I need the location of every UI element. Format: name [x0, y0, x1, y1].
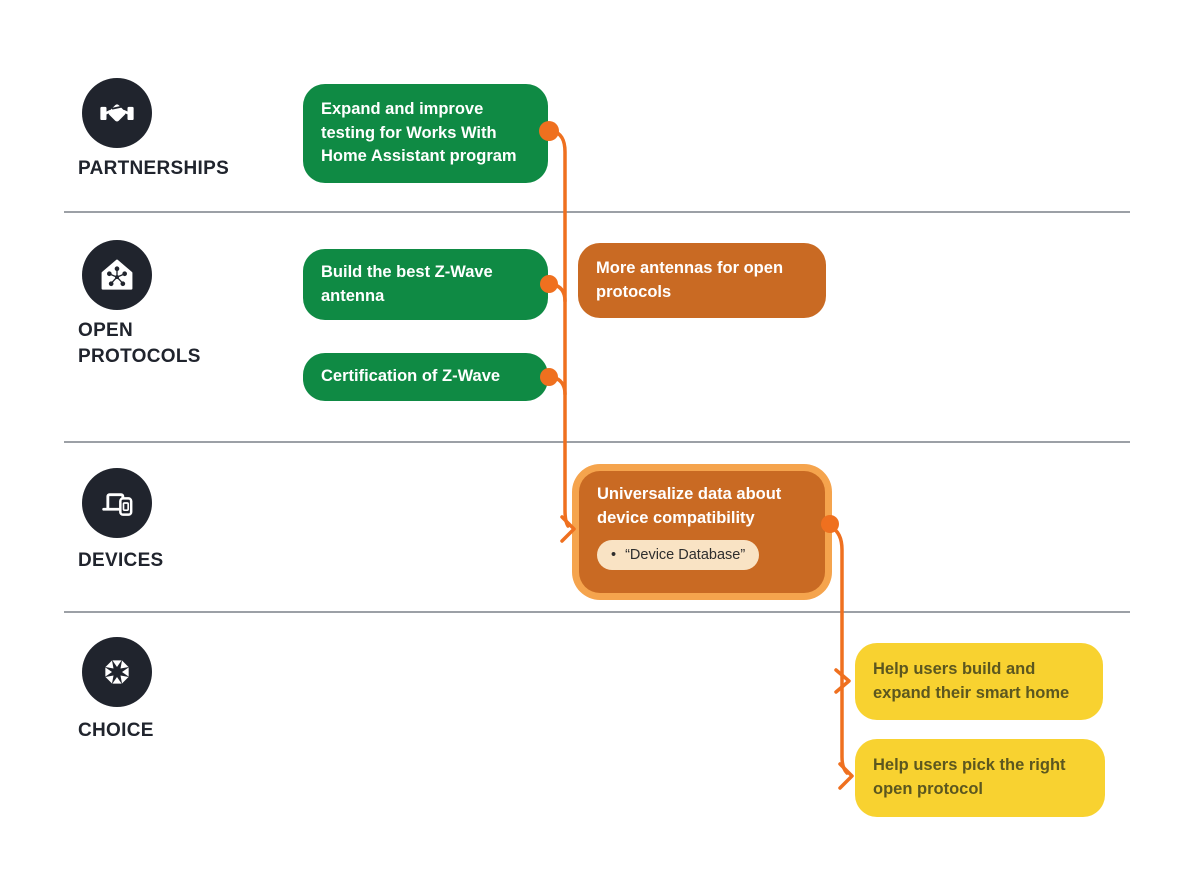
- section-label-open-protocols: OPEN PROTOCOLS: [78, 320, 201, 367]
- handshake-icon: [82, 78, 152, 148]
- house-network-icon: [82, 240, 152, 310]
- card-text: Expand and improve testing for Works Wit…: [321, 99, 517, 166]
- laptop-phone-icon: [82, 468, 152, 538]
- card-text: Help users pick the right open protocol: [873, 756, 1066, 798]
- card-certification: Certification of Z-Wave: [303, 353, 548, 401]
- section-divider: [64, 611, 1130, 613]
- section-divider: [64, 211, 1130, 213]
- bullet: •: [611, 546, 617, 563]
- pill-text: “Device Database”: [625, 546, 746, 563]
- card-text: Certification of Z-Wave: [321, 367, 501, 386]
- card-universalize-inner: Universalize data about device compatibi…: [579, 471, 825, 593]
- section-label-devices: DEVICES: [78, 550, 164, 571]
- arrowhead-into-help-build: [834, 668, 851, 694]
- card-text: Build the best Z-Wave antenna: [321, 262, 493, 305]
- card-expand-testing: Expand and improve testing for Works Wit…: [303, 84, 548, 183]
- card-text: Universalize data about device compatibi…: [597, 485, 782, 527]
- connector-branch-antenna: [550, 282, 567, 303]
- card-universalize-highlighted: Universalize data about device compatibi…: [572, 464, 832, 600]
- connector-right-vertical: [829, 525, 849, 775]
- connector-main-vertical: [550, 129, 570, 528]
- aperture-icon: [82, 637, 152, 707]
- section-divider: [64, 441, 1130, 443]
- connector-branch-certification: [550, 375, 567, 396]
- card-more-antennas: More antennas for open protocols: [578, 243, 826, 318]
- card-text: More antennas for open protocols: [596, 258, 784, 301]
- card-text: Help users build and expand their smart …: [873, 659, 1070, 702]
- card-build-antenna: Build the best Z-Wave antenna: [303, 249, 548, 320]
- device-database-pill: • “Device Database”: [597, 539, 760, 571]
- card-help-build: Help users build and expand their smart …: [855, 643, 1103, 720]
- card-help-pick: Help users pick the right open protocol: [855, 739, 1105, 817]
- arrowhead-into-help-pick: [838, 762, 854, 790]
- section-label-partnerships: PARTNERSHIPS: [78, 158, 230, 179]
- section-label-choice: CHOICE: [78, 720, 154, 741]
